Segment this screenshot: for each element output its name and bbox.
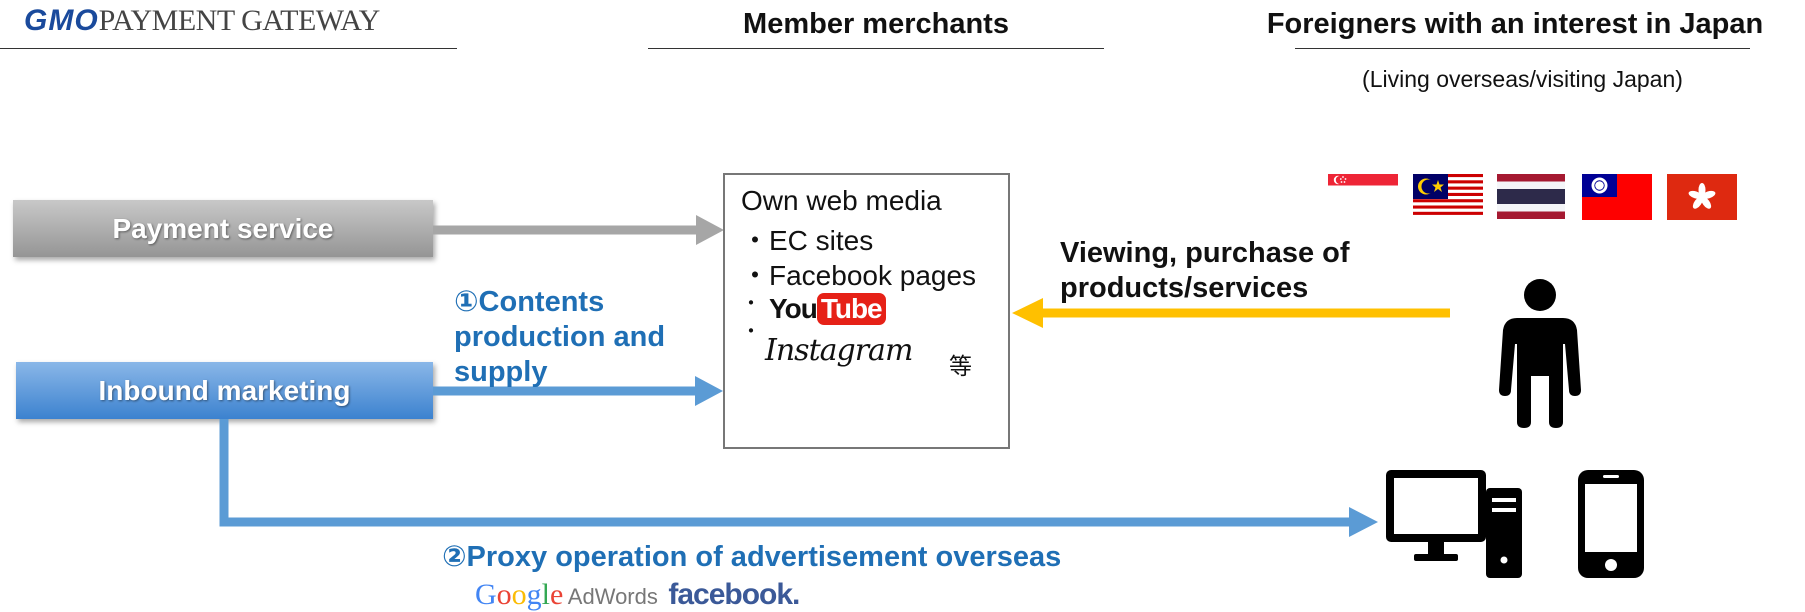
payment-service-box: Payment service	[13, 200, 433, 257]
ad-platform-logos: Google AdWords facebook.	[475, 578, 800, 612]
etc-label: 等	[949, 354, 972, 380]
media-title: Own web media	[741, 185, 942, 216]
foreigners-heading: Foreigners with an interest in Japan	[1266, 8, 1764, 40]
contents-label-line-1: ①Contents	[454, 286, 605, 318]
logo-prefix: GMO	[24, 4, 99, 37]
person-icon	[1499, 279, 1581, 428]
viewing-label-line-1: Viewing, purchase of	[1060, 237, 1350, 269]
smartphone-icon	[1578, 470, 1644, 578]
viewing-label-line-2: products/services	[1060, 272, 1309, 304]
blue-arrow-contents	[433, 376, 723, 406]
gmo-payment-gateway-logo: GMOPAYMENT GATEWAY	[24, 4, 380, 38]
contents-production-label: ①Contents production and supply	[454, 285, 665, 390]
header-divider-foreigners	[1295, 48, 1750, 49]
gray-arrow	[433, 215, 724, 245]
foreigners-subheading: (Living overseas/visiting Japan)	[1362, 66, 1683, 92]
hong-kong-flag	[1667, 174, 1737, 220]
facebook-logo: facebook.	[668, 578, 800, 611]
member-merchants-heading: Member merchants	[743, 8, 1009, 40]
header-divider-gmo	[0, 48, 457, 49]
own-web-media-box: Own web media ・EC sites ・Facebook pages …	[723, 173, 1010, 449]
inbound-marketing-box: Inbound marketing	[16, 362, 433, 419]
contents-label-line-3: supply	[454, 356, 548, 388]
youtube-logo-you: You	[769, 293, 818, 324]
yellow-arrow-viewing	[1012, 298, 1450, 328]
adwords-label: AdWords	[567, 584, 658, 609]
google-logo: Google	[475, 578, 564, 611]
malaysia-flag	[1413, 174, 1483, 218]
contents-label-line-2: production and	[454, 321, 666, 353]
instagram-logo: Instagram	[765, 333, 913, 368]
thailand-flag	[1497, 174, 1565, 219]
youtube-logo-tube: Tube	[816, 293, 886, 325]
header-divider-merchants	[648, 48, 1104, 49]
proxy-operation-label: ②Proxy operation of advertisement overse…	[442, 541, 1062, 573]
taiwan-flag	[1582, 174, 1652, 220]
media-item-ec: ・EC sites	[741, 225, 874, 256]
singapore-flag	[1328, 174, 1398, 197]
blue-arrow-proxy	[219, 419, 1378, 537]
media-item-bullet-youtube: ・	[741, 293, 761, 315]
media-item-bullet-instagram: ・	[741, 321, 761, 343]
desktop-computer-icon	[1386, 470, 1522, 578]
viewing-purchase-label: Viewing, purchase of products/services	[1060, 236, 1350, 306]
media-item-facebook: ・Facebook pages	[741, 260, 977, 291]
logo-name: PAYMENT GATEWAY	[98, 4, 381, 37]
